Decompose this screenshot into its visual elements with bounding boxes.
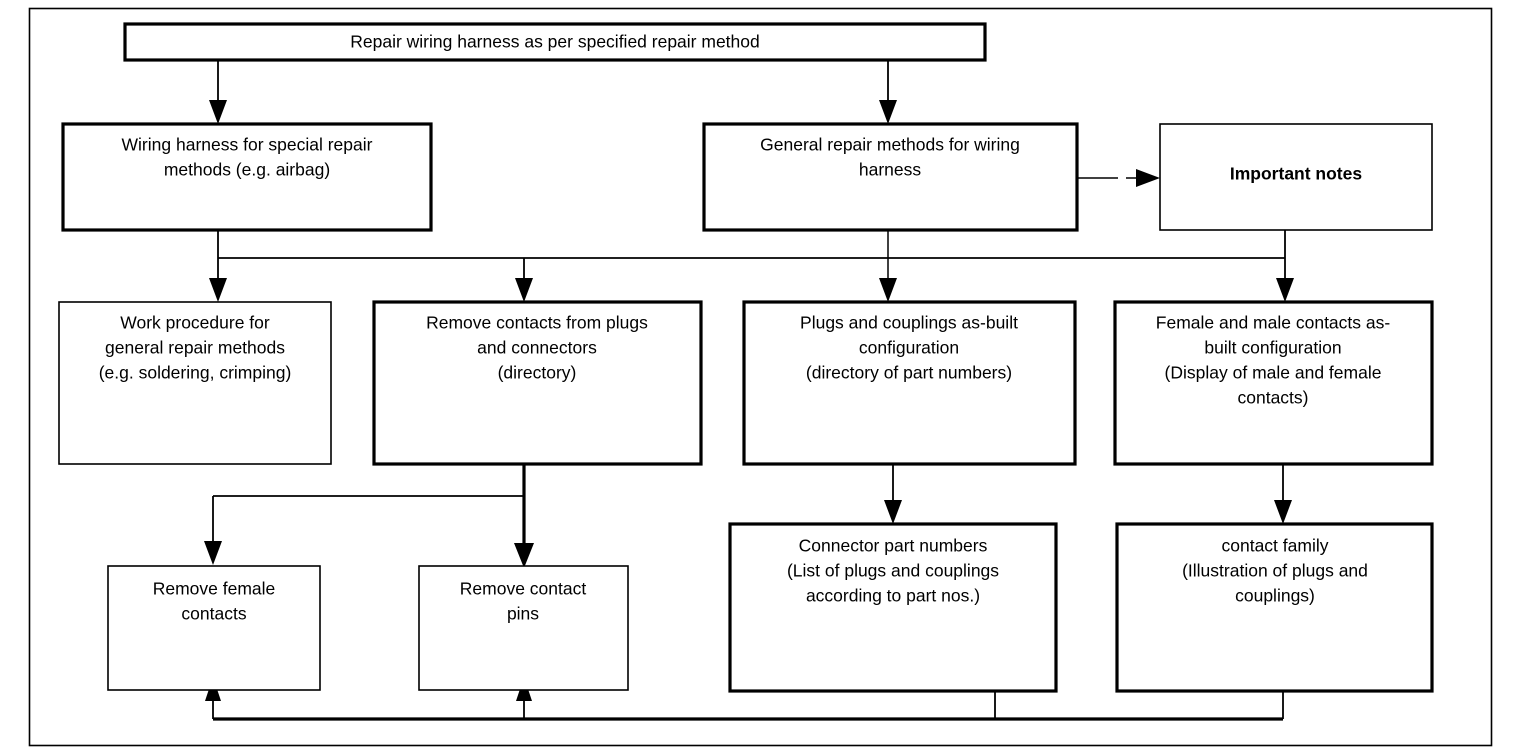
edge-bus-to-remove-contacts <box>515 258 533 302</box>
edge-general-to-plugs <box>879 230 897 302</box>
node-wiring-harness-special-repair-line-1: methods (e.g. airbag) <box>164 160 330 180</box>
node-remove-contact-pins[interactable]: Remove contact pins <box>418 565 629 691</box>
edge-root-to-general <box>879 60 897 124</box>
node-important-notes-line-0: Important notes <box>1230 164 1362 184</box>
node-wiring-harness-special-repair-line-0: Wiring harness for special repair <box>122 135 373 155</box>
node-female-male-contacts-as-built[interactable]: Female and male contacts as- built confi… <box>1113 300 1434 466</box>
edge-root-to-special <box>209 60 227 124</box>
node-work-procedure-line-1: general repair methods <box>105 338 285 358</box>
node-important-notes[interactable]: Important notes <box>1159 123 1433 231</box>
connector-layer <box>204 60 1294 721</box>
node-female-male-contacts-as-built-line-2: (Display of male and female <box>1165 363 1382 383</box>
edge-notes-to-female-male <box>1276 230 1294 302</box>
node-wiring-harness-special-repair[interactable]: Wiring harness for special repair method… <box>61 122 433 232</box>
node-remove-contact-pins-line-0: Remove contact <box>460 579 587 599</box>
node-contact-family-line-0: contact family <box>1222 536 1329 556</box>
node-female-male-contacts-as-built-line-0: Female and male contacts as- <box>1156 313 1391 333</box>
node-female-male-contacts-as-built-line-3: contacts) <box>1238 388 1309 408</box>
node-work-procedure-line-0: Work procedure for <box>120 313 270 333</box>
node-remove-contacts-from-plugs-line-2: (directory) <box>498 363 577 383</box>
node-connector-part-numbers-line-0: Connector part numbers <box>799 536 988 556</box>
edge-female-male-to-contact-family <box>1274 464 1292 524</box>
node-remove-female-contacts-line-1: contacts <box>181 604 246 624</box>
edge-general-to-notes <box>1078 169 1160 187</box>
node-plugs-couplings-as-built-line-2: (directory of part numbers) <box>806 363 1012 383</box>
edge-plugs-to-connector-part-numbers <box>884 464 902 524</box>
node-female-male-contacts-as-built-line-1: built configuration <box>1204 338 1341 358</box>
node-plugs-couplings-as-built-line-1: configuration <box>859 338 959 358</box>
node-contact-family-line-2: couplings) <box>1235 586 1315 606</box>
node-work-procedure-line-2: (e.g. soldering, crimping) <box>99 363 292 383</box>
node-repair-wiring-harness-line-0: Repair wiring harness as per specified r… <box>350 32 760 52</box>
node-general-repair-methods-line-1: harness <box>859 160 922 180</box>
node-connector-part-numbers-line-2: according to part nos.) <box>806 586 980 606</box>
node-plugs-couplings-as-built[interactable]: Plugs and couplings as-built configurati… <box>742 300 1077 466</box>
node-general-repair-methods-line-0: General repair methods for wiring <box>760 135 1020 155</box>
node-repair-wiring-harness[interactable]: Repair wiring harness as per specified r… <box>123 22 987 62</box>
node-contact-family[interactable]: contact family (Illustration of plugs an… <box>1115 522 1434 693</box>
node-connector-part-numbers-line-1: (List of plugs and couplings <box>787 561 999 581</box>
node-remove-contact-pins-line-1: pins <box>507 604 539 624</box>
node-remove-contacts-from-plugs-line-0: Remove contacts from plugs <box>426 313 648 333</box>
node-remove-female-contacts[interactable]: Remove female contacts <box>107 565 321 691</box>
edge-special-to-work <box>209 258 227 302</box>
node-remove-contacts-from-plugs-line-1: and connectors <box>477 338 597 358</box>
node-general-repair-methods[interactable]: General repair methods for wiring harnes… <box>702 122 1079 232</box>
node-remove-female-contacts-line-0: Remove female <box>153 579 276 599</box>
node-contact-family-line-1: (Illustration of plugs and <box>1182 561 1368 581</box>
edge-remove-contacts-split <box>204 464 534 568</box>
outer-border <box>28 7 1493 747</box>
node-connector-part-numbers[interactable]: Connector part numbers (List of plugs an… <box>728 522 1058 693</box>
node-remove-contacts-from-plugs[interactable]: Remove contacts from plugs and connector… <box>372 300 703 466</box>
node-work-procedure[interactable]: Work procedure for general repair method… <box>58 301 332 465</box>
node-plugs-couplings-as-built-line-0: Plugs and couplings as-built <box>800 313 1018 333</box>
